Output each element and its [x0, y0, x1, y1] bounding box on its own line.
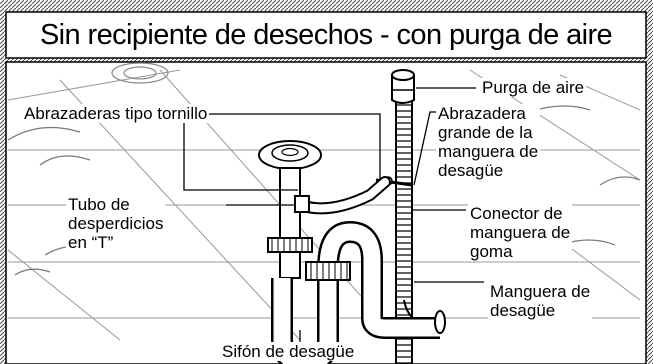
label-air-purge: Purga de aire: [480, 78, 587, 97]
sink-drain-strainer-icon: [258, 140, 322, 170]
label-drain-hose: Manguera de desagüe: [488, 282, 593, 320]
sink-drain-outline: [111, 62, 169, 84]
label-waste-tee: Tubo de desperdicios en “T”: [66, 195, 166, 252]
label-screw-clamps: Abrazaderas tipo tornillo: [22, 104, 210, 123]
label-large-hose-clamp: Abrazadera grande de la manguera de desa…: [436, 104, 541, 180]
page-title: Sin recipiente de desechos - con purga d…: [39, 18, 613, 51]
label-drain-trap: Sifón de desagüe: [220, 342, 357, 361]
p-trap-icon: [271, 221, 446, 364]
leader-lines: [183, 87, 484, 343]
label-rubber-connector: Conector de manguera de goma: [468, 204, 573, 261]
title-box: [5, 11, 647, 59]
air-purge-cap-icon: [391, 69, 415, 104]
